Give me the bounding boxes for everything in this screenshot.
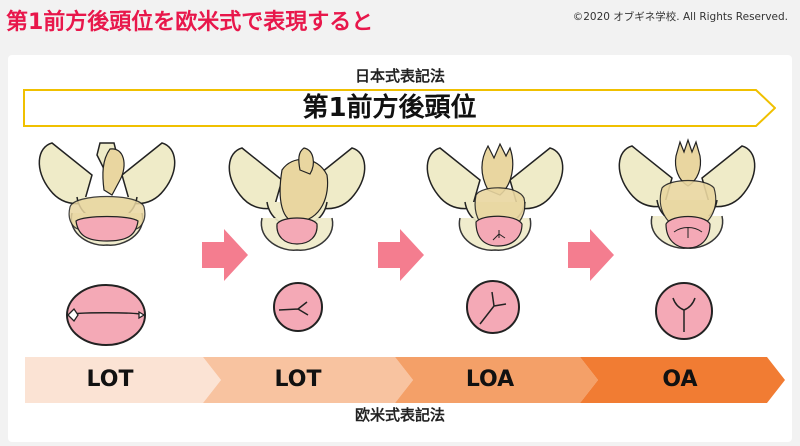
- fetal-head-stage-3: [466, 280, 520, 334]
- fetal-head-stage-1: [66, 284, 146, 346]
- arrow-right-icon: [202, 229, 248, 281]
- stage-label-3: LOA: [465, 367, 515, 392]
- pelvis-stage-4: [618, 138, 756, 249]
- stage-label-2: LOT: [274, 367, 322, 392]
- fetal-head-stage-2: [273, 282, 323, 332]
- fetal-head-stage-4: [655, 282, 713, 340]
- stage-label-1: LOT: [86, 367, 134, 392]
- arrow-right-icon: [568, 229, 614, 281]
- western-notation-band: [25, 357, 785, 403]
- page-title: 第1前方後頭位を欧米式で表現すると: [6, 10, 374, 35]
- copyright-notice: ©2020 オブギネ学校. All Rights Reserved.: [572, 11, 788, 23]
- arrow-right-icon: [378, 229, 424, 281]
- position-banner: 第1前方後頭位: [23, 89, 776, 127]
- position-name: 第1前方後頭位: [302, 93, 477, 123]
- pelvis-stage-2: [228, 147, 366, 251]
- western-system-label: 欧米式表記法: [354, 406, 445, 424]
- stage-label-4: OA: [662, 367, 698, 392]
- pelvis-stage-1: [38, 142, 176, 246]
- japanese-system-label: 日本式表記法: [354, 67, 445, 85]
- pelvis-stage-3: [426, 142, 564, 251]
